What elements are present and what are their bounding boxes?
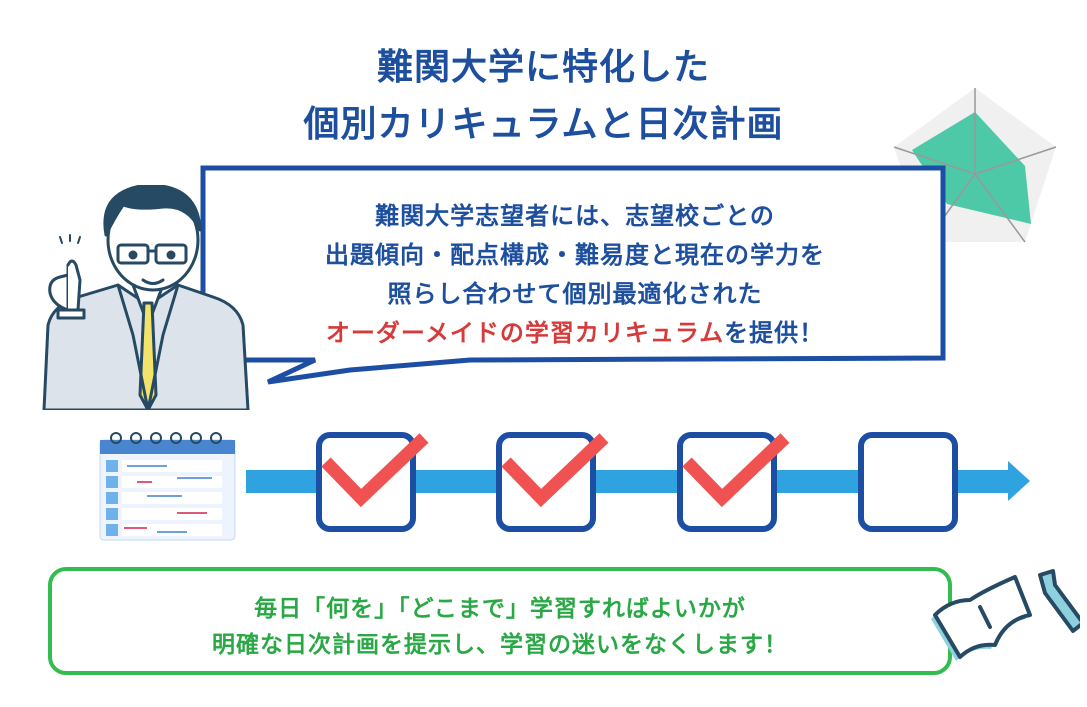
check-mark-icon: [501, 433, 609, 508]
bubble-line-1: 難関大学志望者には、志望校ごとの: [375, 202, 775, 230]
book-pencil-icon: [931, 569, 1080, 661]
title-line-1: 難関大学に特化した: [376, 47, 710, 88]
step-box-1: [316, 432, 416, 532]
bubble-line-4-rest: を提供！: [724, 319, 825, 347]
calendar-icon: [99, 432, 236, 541]
footer-line-1: 毎日「何を」「どこまで」学習すればよいかが: [254, 596, 746, 622]
step-box-2: [496, 432, 596, 532]
step-box-4: [858, 432, 958, 532]
bubble-line-2: 出題傾向・配点構成・難易度と現在の学力を: [325, 241, 825, 269]
daily-plan-box: [48, 567, 952, 675]
step-box-3: [677, 432, 777, 532]
bubble-highlight: オーダーメイドの学習カリキュラム: [325, 319, 725, 347]
footer-line-2: 明確な日次計画を提示し、学習の迷いをなくします！: [212, 632, 788, 658]
title-line-2: 個別カリキュラムと日次計画: [303, 104, 784, 145]
check-marks: [321, 433, 790, 508]
bubble-line-3: 照らし合わせて個別最適化された: [387, 280, 763, 308]
teacher-illustration: [42, 185, 250, 410]
timeline-arrow: [246, 461, 1030, 501]
check-mark-icon: [321, 433, 429, 508]
check-mark-icon: [682, 433, 790, 508]
bubble-line-4: オーダーメイドの学習カリキュラムを提供！: [215, 313, 935, 348]
